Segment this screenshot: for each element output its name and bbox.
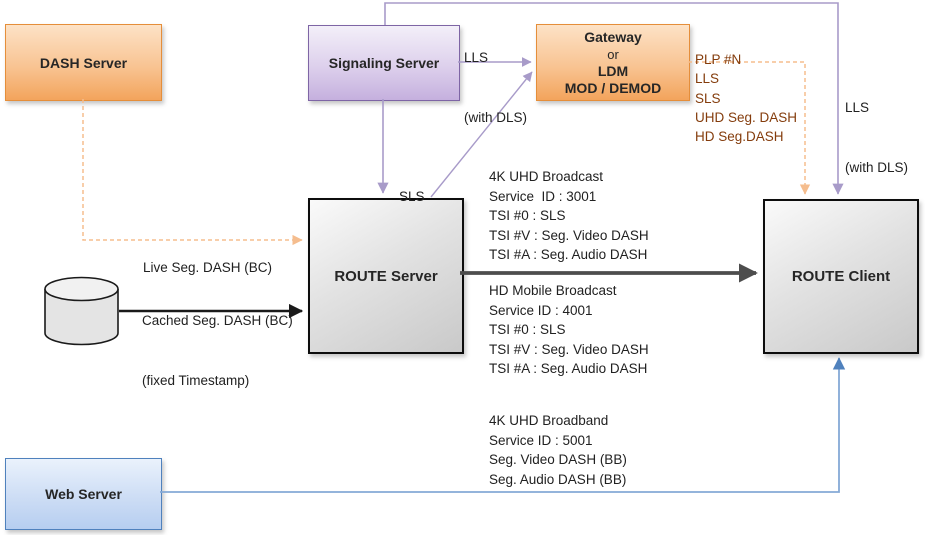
label-lls-with-dls-top: LLS (with DLS)	[464, 50, 528, 125]
node-gateway-line4: MOD / DEMOD	[564, 79, 662, 96]
label-lls-with-dls-right: LLS (with DLS)	[845, 100, 909, 175]
node-dash-server-label: DASH Server	[39, 54, 128, 71]
label-live-seg-dash: Live Seg. DASH (BC)	[143, 260, 273, 275]
database-cylinder-icon	[44, 276, 119, 346]
node-signaling-server: Signaling Server	[308, 25, 460, 101]
node-gateway-line2: or	[607, 46, 619, 62]
node-web-server-label: Web Server	[45, 486, 122, 502]
node-gateway: Gateway or LDM MOD / DEMOD	[536, 24, 690, 101]
node-web-server: Web Server	[5, 458, 162, 530]
node-dash-server: DASH Server	[5, 24, 162, 101]
label-cached-seg-dash: Cached Seg. DASH (BC) (fixed Timestamp)	[142, 313, 293, 388]
label-broadband-4k-uhd: 4K UHD Broadband Service ID : 5001 Seg. …	[489, 413, 627, 487]
label-plp-contents: PLP #N LLS SLS UHD Seg. DASH HD Seg.DASH	[695, 52, 798, 145]
node-route-server: ROUTE Server	[308, 198, 464, 354]
node-route-client-label: ROUTE Client	[791, 268, 891, 285]
node-signaling-server-label: Signaling Server	[328, 55, 440, 71]
node-gateway-line3: LDM	[597, 62, 629, 79]
node-route-client: ROUTE Client	[763, 199, 919, 354]
label-broadcast-4k-uhd: 4K UHD Broadcast Service ID : 3001 TSI #…	[489, 169, 649, 262]
label-broadcast-hd-mobile: HD Mobile Broadcast Service ID : 4001 TS…	[489, 283, 649, 376]
label-sls: SLS	[399, 189, 425, 204]
node-route-server-label: ROUTE Server	[334, 267, 438, 285]
node-gateway-line1: Gateway	[584, 28, 642, 45]
